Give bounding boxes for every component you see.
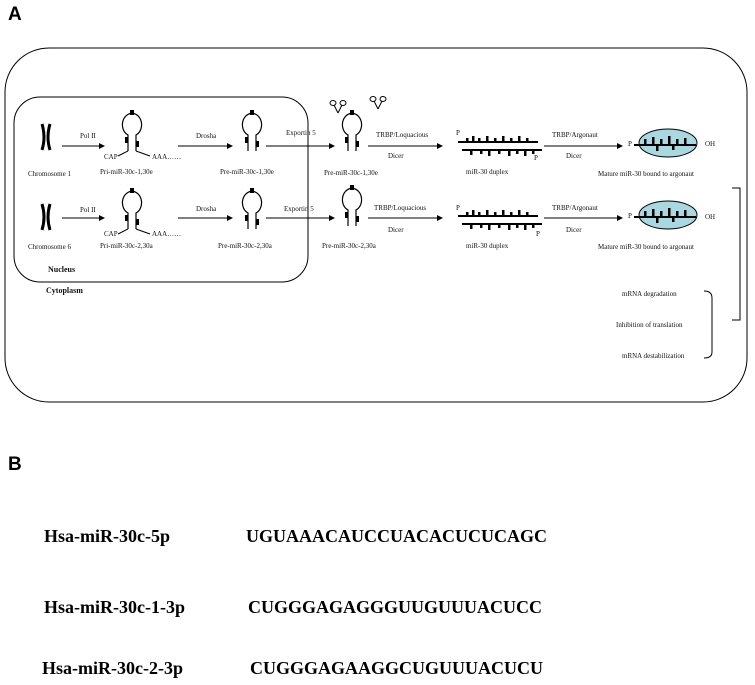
dicer-label: Dicer bbox=[566, 226, 582, 234]
pri-3prime-tail bbox=[135, 150, 151, 157]
sequence-value: CUGGGAGAAGGCUGUUUACUCU bbox=[250, 658, 543, 678]
chromosome-icon bbox=[40, 122, 52, 152]
pre-mirna-cytoplasm-label: Pre-miR-30c-1,30e bbox=[324, 169, 378, 177]
outcome-inhibition-translation: Inhibition of translation bbox=[616, 321, 683, 329]
polya-label: AAA…… bbox=[152, 230, 181, 238]
enzyme-label: Pol II bbox=[80, 206, 96, 214]
mirna-duplex-icon bbox=[457, 135, 543, 157]
pre-mirna-nuclear-label: Pre-miR-30c-1,30e bbox=[220, 168, 274, 176]
exportin-label: Exportin 5 bbox=[284, 205, 314, 213]
sequence-name: Hsa-miR-30c-2-3p bbox=[42, 658, 183, 678]
pri-5prime-tail bbox=[117, 228, 129, 235]
sequence-value: CUGGGAGAGGGUUGUUUACUCC bbox=[248, 597, 542, 617]
pre-mirna-hairpin-icon bbox=[241, 187, 263, 230]
p5-label: P bbox=[456, 204, 460, 212]
chromosome-icon bbox=[40, 202, 52, 232]
pathway-row-1: Chromosome 1 Pol II CAP AAA…… Pri-miR-30… bbox=[28, 96, 715, 178]
cap-label: CAP bbox=[104, 153, 118, 161]
pre-mirna-nuclear-label: Pre-miR-30c-2,30a bbox=[218, 242, 273, 250]
p-mature-label: P bbox=[628, 140, 632, 148]
polya-label: AAA…… bbox=[152, 153, 181, 161]
pri-mirna-label: Pri-miR-30c-1,30e bbox=[100, 168, 153, 176]
trbp-argonaut-label: TRBP/Argonaut bbox=[552, 131, 598, 139]
nucleus-label: Nucleus bbox=[48, 265, 75, 274]
pre-mirna-cytoplasm-hairpin-icon bbox=[341, 109, 363, 152]
chromosome-label: Chromosome 6 bbox=[28, 243, 71, 251]
duplex-label: miR-30 duplex bbox=[466, 242, 509, 250]
cell-boundary bbox=[4, 47, 748, 403]
chromosome-label: Chromosome 1 bbox=[28, 170, 71, 178]
pri-mirna-hairpin-icon bbox=[121, 109, 143, 152]
nucleus-boundary bbox=[13, 96, 309, 283]
mature-mirna-label: Mature miR-30 bound to argonaut bbox=[598, 243, 694, 251]
pre-mirna-hairpin-icon bbox=[241, 109, 263, 152]
outcome-mrna-destabilization: mRNA destabilization bbox=[622, 352, 685, 360]
mature-to-outcomes-bracket bbox=[732, 187, 741, 321]
mature-mirna-strand bbox=[634, 208, 696, 223]
duplex-label: miR-30 duplex bbox=[466, 168, 509, 176]
exportin-receptor-icon bbox=[369, 96, 387, 110]
mature-mirna-strand bbox=[634, 136, 696, 151]
exportin-receptor-icon bbox=[329, 100, 347, 114]
oh-label: OH bbox=[705, 213, 715, 221]
dicer-label: Dicer bbox=[388, 152, 404, 160]
p3-label: P bbox=[534, 154, 538, 162]
trbp-argonaut-label: TRBP/Argonaut bbox=[552, 204, 598, 212]
outcomes-bracket bbox=[703, 290, 713, 359]
pri-5prime-tail bbox=[117, 150, 129, 157]
pre-mirna-cytoplasm-label: Pre-miR-30c-2,30a bbox=[322, 242, 377, 250]
enzyme-label: Pol II bbox=[80, 132, 96, 140]
sequence-name: Hsa-miR-30c-5p bbox=[44, 526, 170, 546]
trbp-loquacious-label: TRBP/Loquacious bbox=[376, 131, 428, 139]
pri-mirna-label: Pri-miR-30c-2,30a bbox=[100, 242, 154, 250]
dicer-label: Dicer bbox=[566, 152, 582, 160]
sequence-name: Hsa-miR-30c-1-3p bbox=[44, 597, 185, 617]
outcome-mrna-degradation: mRNA degradation bbox=[622, 290, 677, 298]
exportin-label: Exportin 5 bbox=[286, 129, 316, 137]
pri-3prime-tail bbox=[135, 228, 151, 235]
oh-label: OH bbox=[705, 140, 715, 148]
cap-label: CAP bbox=[104, 230, 118, 238]
mature-mirna-label: Mature miR-30 bound to argonaut bbox=[598, 170, 694, 178]
pathway-row-2: Chromosome 6 Pol II CAP AAA…… Pri-miR-30… bbox=[28, 184, 715, 251]
pre-mirna-cytoplasm-hairpin-icon bbox=[341, 184, 363, 227]
drosha-label: Drosha bbox=[196, 132, 217, 140]
trbp-loquacious-label: TRBP/Loquacious bbox=[374, 204, 426, 212]
drosha-label: Drosha bbox=[196, 205, 217, 213]
p-mature-label: P bbox=[628, 212, 632, 220]
panel-a-letter: A bbox=[8, 4, 22, 25]
mirna-duplex-icon bbox=[457, 209, 543, 231]
dicer-label: Dicer bbox=[388, 226, 404, 234]
p5-label: P bbox=[456, 129, 460, 137]
sequence-value: UGUAAACAUCCUACACUCUCAGC bbox=[246, 526, 547, 546]
p3-label: P bbox=[536, 230, 540, 238]
panel-b-letter: B bbox=[8, 454, 22, 475]
cytoplasm-label: Cytoplasm bbox=[46, 286, 83, 295]
pri-mirna-hairpin-icon bbox=[121, 187, 143, 230]
